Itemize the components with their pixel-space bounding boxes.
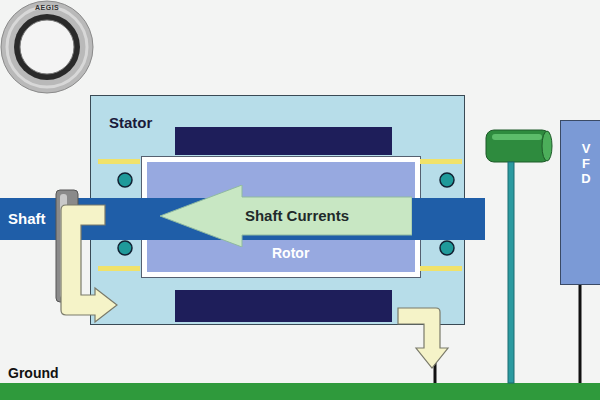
bearing-ball [118, 241, 132, 255]
grounding-ring [56, 190, 78, 302]
coupling-body [486, 130, 550, 162]
bearing-race [98, 266, 140, 271]
bearing-ball [440, 173, 454, 187]
coupling-shine [492, 134, 542, 140]
ring-outer [1, 1, 93, 93]
rotor-box: Rotor Shaft Currents [141, 156, 421, 278]
stator-winding [175, 290, 392, 322]
stator-winding [175, 127, 392, 155]
bearing-ball [440, 241, 454, 255]
current-arrow: Shaft Currents [160, 185, 412, 247]
stator-label: Stator [109, 114, 152, 131]
current-path-arrow [398, 308, 448, 368]
ring-side [56, 190, 78, 302]
bearing-race [420, 159, 462, 164]
ring-fibers [14, 14, 80, 80]
aegis-ring-photo [1, 1, 93, 93]
ground-strap [508, 162, 514, 383]
ground-wire [434, 325, 437, 383]
vfd-box: VFD [560, 120, 600, 285]
bearing-race [98, 159, 140, 164]
ring-shine [60, 194, 67, 298]
current-label: Shaft Currents [182, 207, 412, 224]
ground-label: Ground [8, 365, 59, 381]
current-path-arrow [61, 205, 117, 322]
ground-bar [0, 383, 600, 400]
vfd-label: VFD [580, 141, 592, 186]
coupling-end [542, 131, 552, 161]
bearing-race [420, 266, 462, 271]
brand-label: AEGIS [35, 4, 59, 11]
bearing-ball [118, 173, 132, 187]
coupling [486, 130, 552, 162]
shaft-label: Shaft [8, 210, 46, 227]
ring-highlight [7, 7, 87, 87]
ground-wire [579, 285, 582, 383]
ground-band: Ground [0, 365, 600, 400]
rotor-label: Rotor [272, 245, 309, 261]
ring-bore [20, 20, 74, 74]
